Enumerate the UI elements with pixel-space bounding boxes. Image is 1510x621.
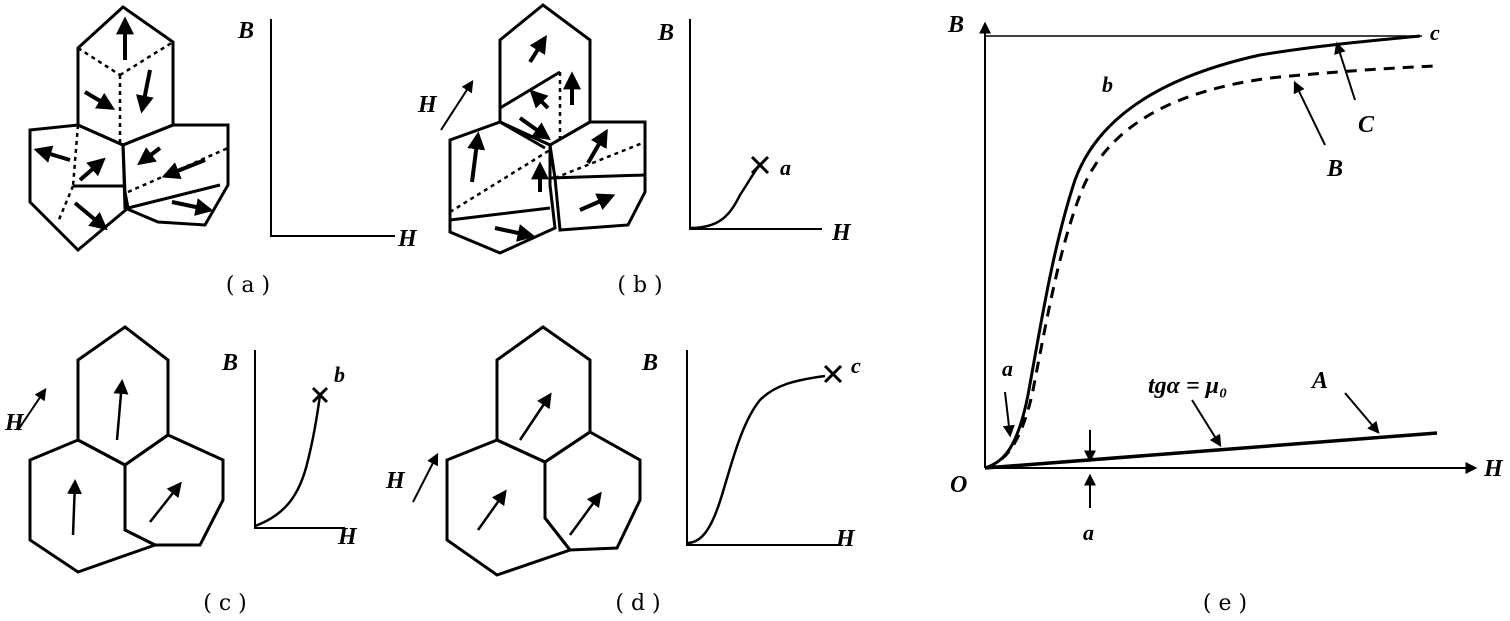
grain-cluster-a (28, 5, 230, 253)
bh-axes-b (689, 19, 822, 230)
axis-b-label-e: B (947, 12, 964, 38)
axis-h-label-c: H (337, 524, 358, 550)
line-a (984, 431, 1438, 470)
field-label-c: H (4, 410, 25, 436)
point-b-label-e: b (1102, 72, 1113, 97)
arrow-B (1293, 80, 1326, 146)
axis-b-label-a: B (237, 18, 254, 44)
arrow-tangent (1191, 399, 1222, 448)
domain-arrows-b (467, 34, 616, 242)
bh-axes-d (686, 350, 838, 546)
grain-arrows-d (476, 392, 602, 536)
arrow-C (1334, 41, 1356, 101)
curve-label-C: C (1358, 112, 1375, 138)
point-label-a: a (780, 155, 791, 180)
panel-b: H a B H ( b ) (417, 3, 852, 298)
arrow-A (1344, 392, 1380, 434)
axis-h-label-e: H (1483, 456, 1504, 482)
panel-c: H b B H ( c ) (4, 325, 358, 616)
curve-label-A: A (1310, 368, 1328, 394)
axis-h-label-b: H (831, 220, 852, 246)
panel-d: H c B H ( d ) (385, 325, 861, 616)
point-c-label-e: c (1430, 20, 1440, 45)
domain-walls-b (449, 70, 646, 222)
caption-e: ( e ) (1203, 591, 1247, 616)
point-a-label-lower: a (1083, 520, 1094, 545)
grain-cluster-d (445, 325, 642, 577)
origin-label: O (950, 472, 967, 498)
point-label-b: b (334, 362, 345, 387)
bh-axes-a (270, 19, 395, 237)
caption-b: ( b ) (617, 273, 662, 298)
caption-a: ( a ) (226, 273, 270, 298)
point-a-label-upper: a (1002, 356, 1013, 381)
axis-b-label-c: B (221, 350, 238, 376)
point-marker-c (823, 364, 843, 384)
point-marker-b (311, 386, 329, 404)
point-label-c: c (851, 353, 861, 378)
axis-b-label-b: B (657, 20, 674, 46)
caption-d: ( d ) (615, 591, 660, 616)
domain-walls-dashed-b (449, 72, 646, 214)
caption-c: ( c ) (203, 591, 246, 616)
curve-c-solid (984, 34, 1421, 470)
domain-arrows-a (33, 16, 214, 231)
bh-axes-c (254, 350, 345, 529)
field-label-d: H (385, 468, 406, 494)
bh-curve-c (254, 394, 322, 528)
grain-cluster-c (28, 325, 225, 574)
axis-h-label-d: H (835, 526, 856, 552)
panel-a: B H ( a ) (28, 5, 418, 298)
field-arrow-c (17, 388, 47, 431)
grain-arrows-c (67, 379, 182, 536)
curve-label-B: B (1326, 156, 1343, 182)
field-label-b: H (417, 92, 438, 118)
axis-b-label-d: B (641, 350, 658, 376)
bh-curve-d (686, 374, 826, 545)
domain-walls-solid-a (73, 183, 221, 210)
axis-h-label-a: H (397, 226, 418, 252)
field-arrow-d (412, 452, 439, 503)
curve-b-dashed (984, 64, 1436, 470)
domain-walls-a (56, 40, 229, 223)
field-arrow-b (440, 79, 474, 131)
bh-curve-b (689, 164, 761, 230)
point-marker-a (750, 155, 770, 175)
tangent-equation: tgα = μ₀ (1148, 373, 1227, 399)
panel-e: B H O b c C B a tgα = μ₀ A a ( e ) (947, 12, 1504, 616)
arrow-a-upper (1002, 391, 1015, 438)
